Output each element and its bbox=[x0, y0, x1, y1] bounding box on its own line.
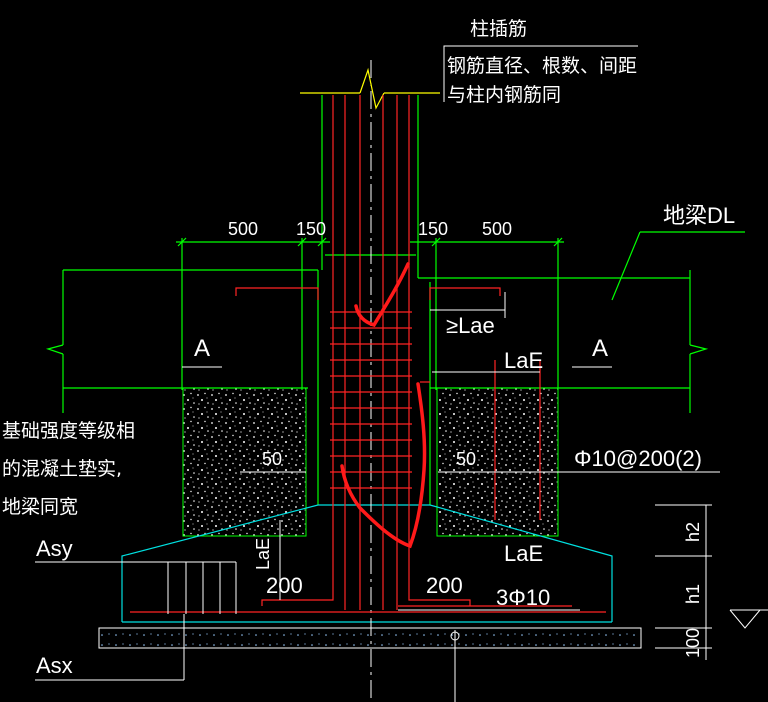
concrete-infill-left bbox=[182, 387, 307, 537]
asx-label: Asx bbox=[36, 653, 73, 678]
dim-500-left: 500 bbox=[228, 219, 259, 239]
rebar-group bbox=[130, 95, 606, 613]
section-a-right: A bbox=[592, 335, 609, 362]
column-top-break bbox=[300, 67, 440, 110]
stirrup-spec: Φ10@200(2) bbox=[574, 446, 702, 471]
bars-3phi10: 3Φ10 bbox=[496, 585, 551, 610]
ground-beam-label: 地梁DL bbox=[663, 203, 736, 228]
column-dowel-label: 柱插筋 bbox=[470, 18, 528, 40]
lae-right-bottom: LaE bbox=[504, 541, 544, 566]
footing-center-mark bbox=[450, 631, 460, 641]
dowel-note-line-1: 钢筋直径、根数、间距 bbox=[447, 55, 638, 77]
lae-right-top: ≥Lae bbox=[446, 313, 495, 338]
dim-200-left: 200 bbox=[266, 573, 303, 598]
concrete-infill-right bbox=[436, 387, 559, 537]
dim-500-right: 500 bbox=[482, 219, 513, 239]
section-a-left: A bbox=[194, 335, 211, 362]
lae-left-vertical: LaE bbox=[253, 537, 273, 570]
concrete-note-line-3: 地梁同宽 bbox=[2, 496, 79, 518]
concrete-note-line-2: 的混凝土垫实, bbox=[2, 458, 123, 480]
dim-50-right: 50 bbox=[456, 449, 477, 469]
footing-outline bbox=[121, 504, 613, 623]
dowel-note-line-2: 与柱内钢筋同 bbox=[447, 84, 562, 106]
h2-label: h2 bbox=[683, 521, 703, 542]
dim-50-left: 50 bbox=[262, 449, 283, 469]
h1-label: h1 bbox=[683, 583, 703, 604]
dim-150-left: 150 bbox=[296, 219, 327, 239]
red-markup bbox=[340, 262, 427, 549]
asy-label: Asy bbox=[36, 536, 73, 561]
asy-arrows bbox=[35, 561, 237, 681]
dim-100-label: 100 bbox=[683, 627, 703, 658]
concrete-note-line-1: 基础强度等级相 bbox=[2, 420, 136, 442]
annotation-lines bbox=[182, 45, 768, 702]
dim-150-right: 150 bbox=[418, 219, 449, 239]
blinding-layer bbox=[98, 627, 642, 649]
lae-right-mid: LaE bbox=[504, 348, 544, 373]
dim-200-right: 200 bbox=[426, 573, 463, 598]
